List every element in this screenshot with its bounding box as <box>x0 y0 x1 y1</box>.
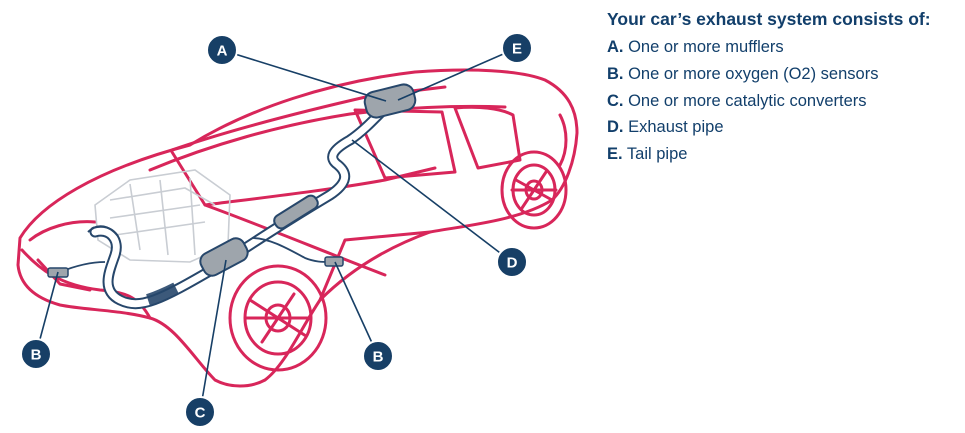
legend-item-text: One or more oxygen (O2) sensors <box>628 65 878 83</box>
muffler-shape <box>363 82 418 119</box>
legend-item-letter: D. <box>607 118 624 136</box>
callout-e: E <box>502 33 532 63</box>
legend-item-b: B. One or more oxygen (O2) sensors <box>607 61 959 88</box>
exhaust-system-diagram: A E D B B C <box>0 0 600 433</box>
callout-d: D <box>497 247 527 277</box>
callout-b-rear-label: B <box>373 349 384 366</box>
callout-a-label: A <box>217 43 228 60</box>
legend-item-letter: B. <box>607 65 624 83</box>
rear-oxygen-sensor-shape <box>325 257 343 266</box>
callout-b-rear: B <box>363 341 393 371</box>
resonator-shape <box>272 193 320 230</box>
legend-item-text: Tail pipe <box>627 145 688 163</box>
legend-item-e: E. Tail pipe <box>607 141 959 168</box>
legend-item-d: D. Exhaust pipe <box>607 114 959 141</box>
legend-item-c: C. One or more catalytic converters <box>607 88 959 115</box>
legend-item-letter: C. <box>607 92 624 110</box>
legend-item-a: A. One or more mufflers <box>607 34 959 61</box>
legend-list: A. One or more mufflers B. One or more o… <box>607 34 959 168</box>
callout-e-label: E <box>512 41 522 58</box>
legend-item-text: One or more catalytic converters <box>628 92 866 110</box>
legend-item-letter: E. <box>607 145 623 163</box>
legend-item-text: Exhaust pipe <box>628 118 723 136</box>
legend-title: Your car’s exhaust system consists of: <box>607 8 959 30</box>
callout-c: C <box>185 397 215 427</box>
callout-b-front: B <box>21 339 51 369</box>
callout-c-label: C <box>195 405 206 422</box>
exhaust-pipe-illustration <box>48 82 417 303</box>
legend-item-text: One or more mufflers <box>628 38 784 56</box>
exhaust-system-legend: Your car’s exhaust system consists of: A… <box>607 8 959 168</box>
callout-b-front-label: B <box>31 347 42 364</box>
callout-d-label: D <box>507 255 518 272</box>
legend-item-letter: A. <box>607 38 624 56</box>
callout-a: A <box>207 35 237 65</box>
